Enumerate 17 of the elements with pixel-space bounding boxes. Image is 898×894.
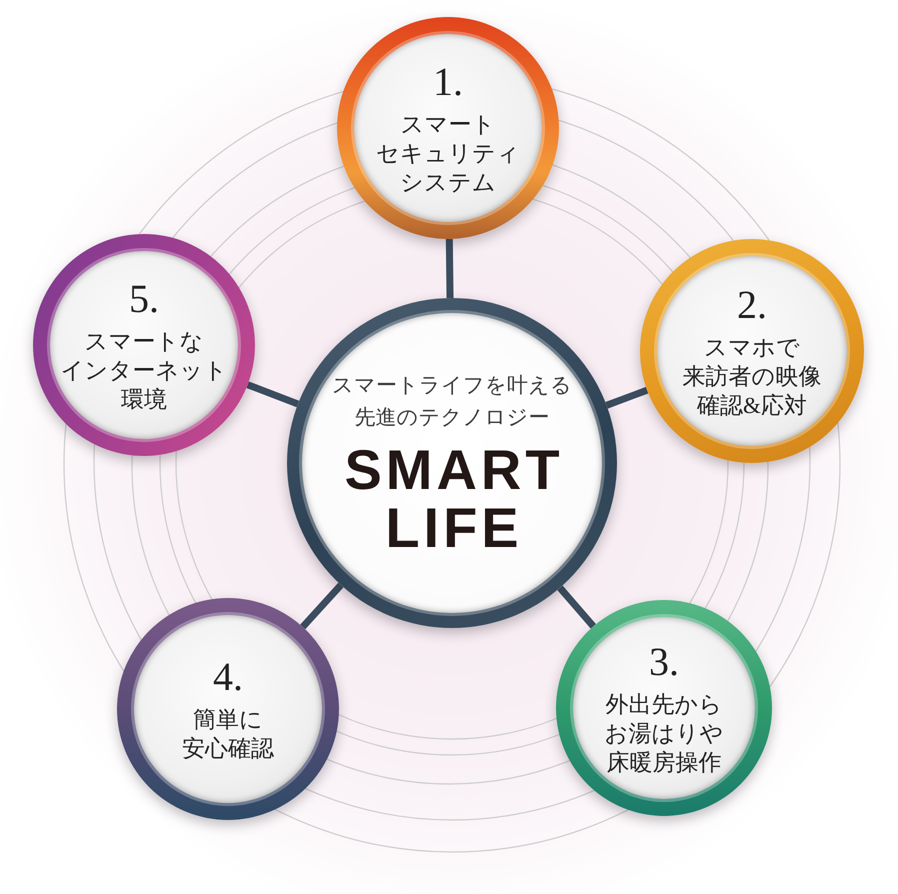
connector-line [300,582,344,630]
feature-label: スマートなインターネット環境 [60,328,228,414]
step-number: 2. [737,282,767,326]
feature-label: 外出先からお湯はりや床暖房操作 [604,690,724,776]
connector-line [557,585,596,629]
connector-line [246,381,300,408]
step-number: 5. [129,276,159,320]
connector-line [605,386,648,409]
hub-title: SMART LIFE [343,441,565,557]
hub-subtitle: スマートライフを叶える先進のテクノロジー [332,372,572,431]
step-number: 1. [433,60,463,104]
step-number: 3. [649,640,679,684]
connector-line [446,238,454,298]
feature-label: 簡単に安心確認 [182,706,274,763]
feature-label: スマホで来訪者の映像確認&応対 [682,334,822,420]
step-number: 4. [213,655,243,699]
feature-label: スマートセキュリティシステム [376,110,520,196]
